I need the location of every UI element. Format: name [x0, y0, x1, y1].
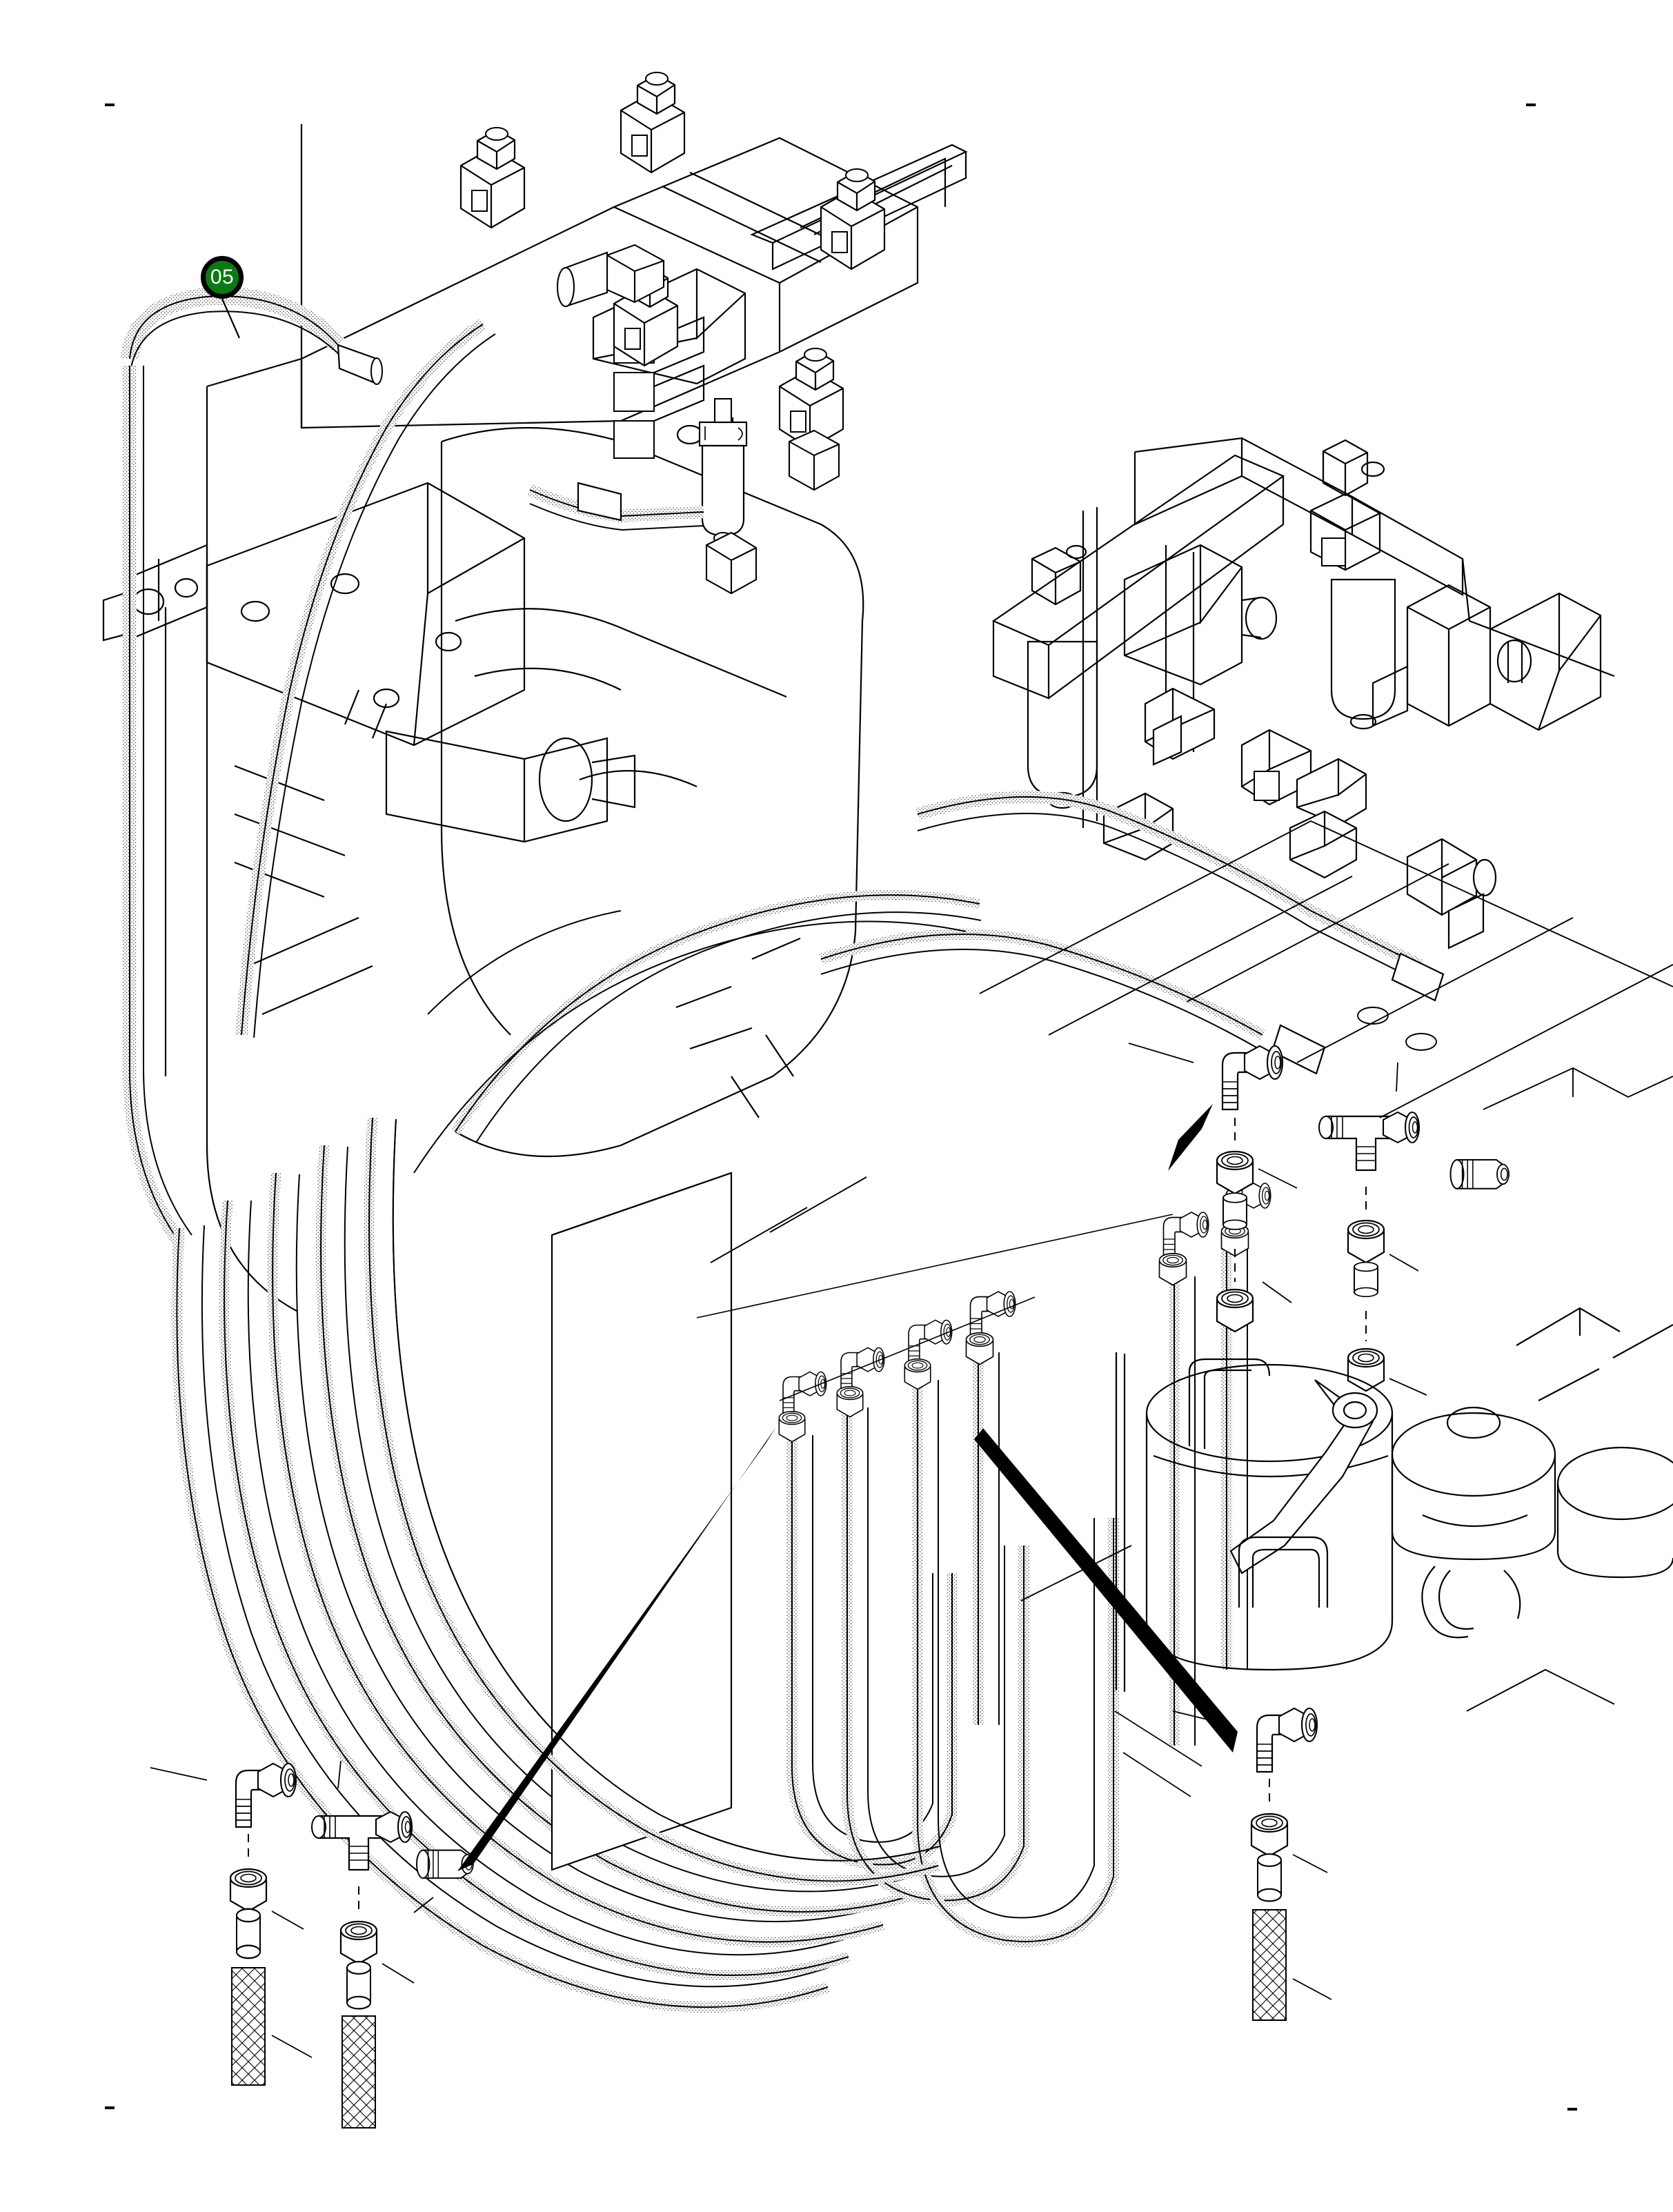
exploded-fittings-upper-right [1128, 1043, 1510, 1396]
tick-bottom-right [1567, 2108, 1577, 2111]
tick-top-right [1526, 103, 1536, 106]
callout-label: 05 [210, 266, 235, 288]
hose-end-right-1 [1252, 1909, 1287, 2021]
hose-end-left-2 [341, 2015, 376, 2129]
valve-block-small [705, 429, 840, 595]
callout-balloon-05[interactable]: 05 [201, 256, 244, 299]
floor-plate-lines [710, 820, 1673, 1712]
tick-top-left [105, 103, 115, 106]
arrow-center-right [974, 1428, 1238, 1752]
tank-and-cylinders [1114, 1307, 1673, 1797]
exploded-fittings-lower-left [150, 1760, 474, 2129]
exploded-fittings-lower-right [1172, 1707, 1332, 2021]
arrow-upper-right [1168, 1104, 1213, 1171]
pointer-arrows [457, 1104, 1238, 1871]
callout-05-leader [221, 298, 241, 339]
tick-bottom-left [105, 2106, 115, 2109]
hose-end-left-1 [231, 1967, 266, 2086]
hose-bundle-front [364, 1117, 940, 1886]
hose-connector-row [696, 1183, 1271, 1443]
union-fitting-upper [556, 244, 665, 308]
centre-panel [551, 1172, 733, 1871]
